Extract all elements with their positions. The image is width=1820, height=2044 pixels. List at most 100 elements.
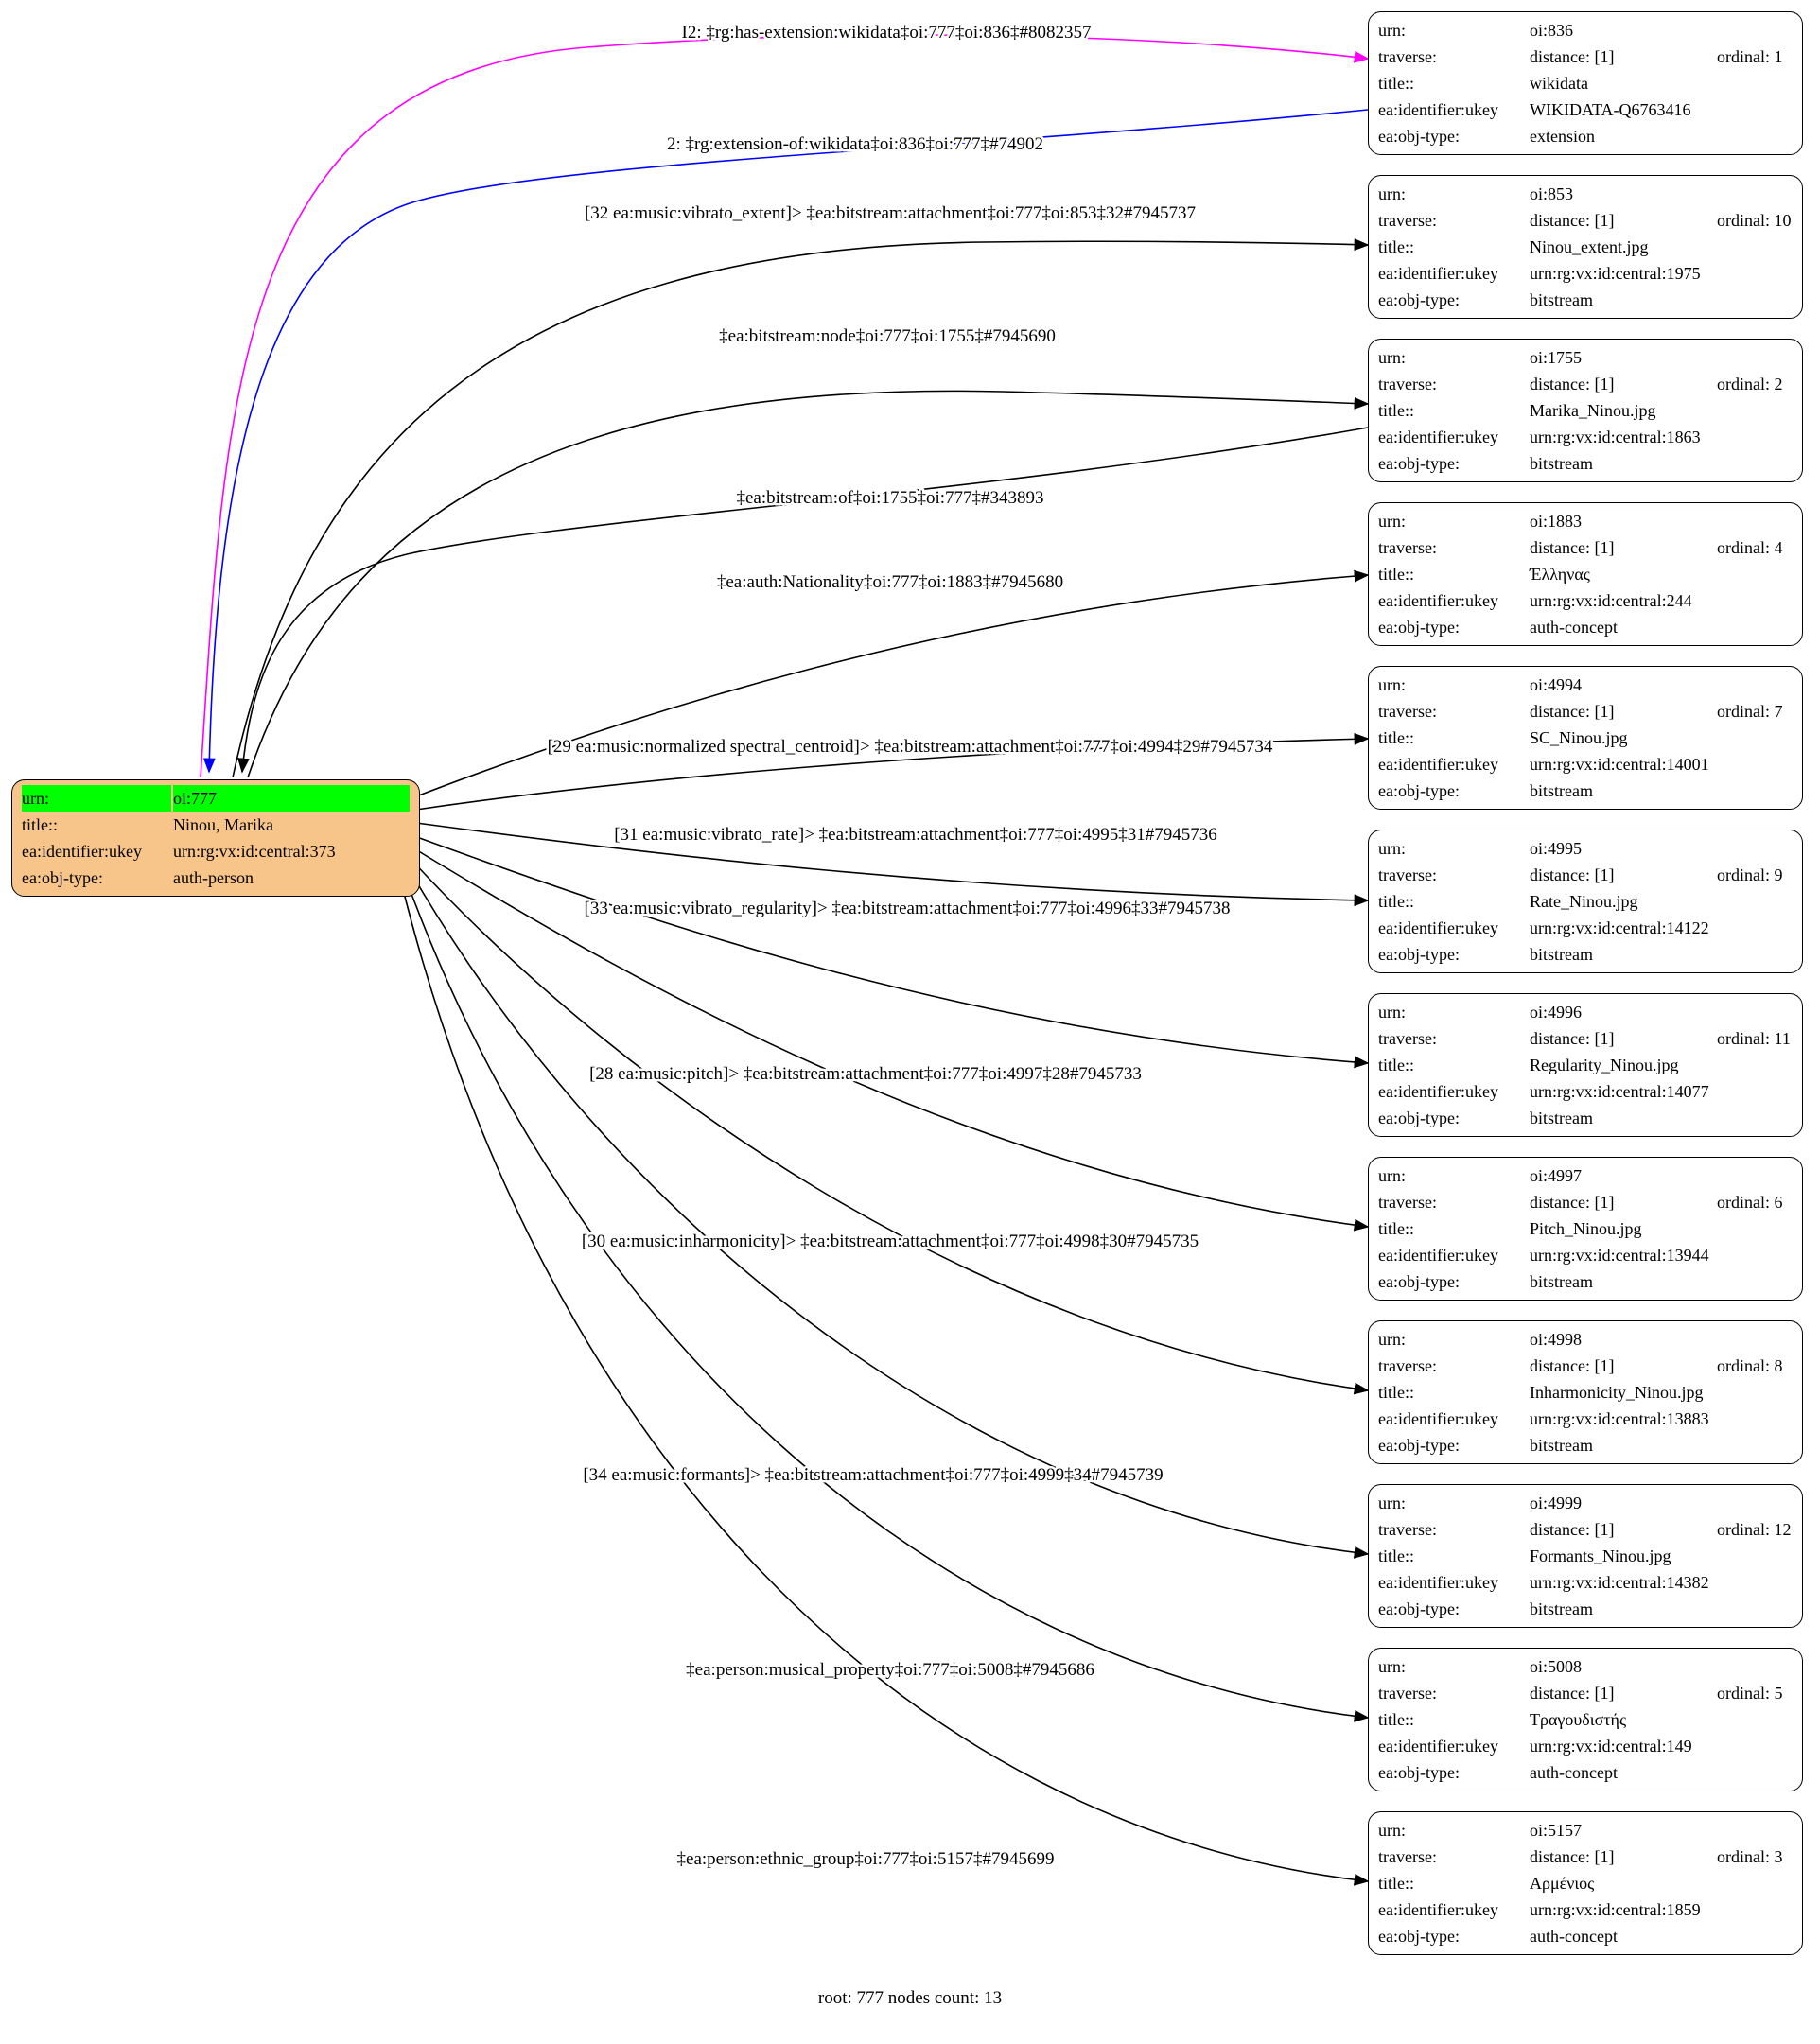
- graph-caption: root: 777 nodes count: 13: [817, 1988, 1003, 2008]
- node-distance-value: distance: [1]: [1530, 702, 1615, 721]
- field-label-title: title::: [1378, 237, 1414, 256]
- node-field-title: title::Pitch_Ninou.jpg: [1369, 1215, 1802, 1242]
- field-label-urn: urn:: [1378, 1494, 1406, 1512]
- root-objtype-value: auth-person: [173, 868, 254, 887]
- field-label-identifier: ea:identifier:ukey: [1378, 1900, 1498, 1919]
- node-ordinal-value: ordinal: 10: [1717, 211, 1792, 230]
- node-field-title: title::Marika_Ninou.jpg: [1369, 397, 1802, 424]
- edge-label: ‡ea:bitstream:of‡oi:1755‡oi:777‡#343893: [736, 488, 1043, 508]
- node-field-title: title::Inharmonicity_Ninou.jpg: [1369, 1379, 1802, 1406]
- node-field-title: title::Ninou_extent.jpg: [1369, 234, 1802, 260]
- edge-label: [30 ea:music:inharmonicity]> ‡ea:bitstre…: [582, 1232, 1199, 1251]
- node-field-urn: urn:oi:4998: [1369, 1326, 1802, 1353]
- node-ordinal-value: ordinal: 2: [1717, 375, 1783, 393]
- field-label-identifier: ea:identifier:ukey: [1378, 100, 1498, 119]
- node-field-identifier: ea:identifier:ukey WIKIDATA-Q6763416: [1369, 96, 1802, 123]
- node-identifier-value: urn:rg:vx:id:central:14077: [1530, 1082, 1709, 1101]
- node-field-traverse: traverse:distance: [1]ordinal: 10: [1369, 207, 1802, 234]
- node-distance-value: distance: [1]: [1530, 375, 1615, 393]
- edge-label: 2: ‡rg:extension-of:wikidata‡oi:836‡oi:7…: [667, 134, 1043, 154]
- node-title-value: Ninou_extent.jpg: [1530, 237, 1649, 256]
- node-objtype-value: extension: [1530, 127, 1595, 146]
- field-label-urn: urn:: [1378, 1657, 1406, 1676]
- edge-oi-777-to-oi-1883: [415, 569, 1370, 797]
- node-field-identifier: ea:identifier:ukey urn:rg:vx:id:central:1…: [1369, 1078, 1802, 1105]
- field-label-identifier: ea:identifier:ukey: [1378, 1409, 1498, 1428]
- node-urn-value: oi:4999: [1530, 1494, 1583, 1512]
- field-label-objtype: ea:obj-type:: [1378, 618, 1460, 637]
- field-label-title: title::: [1378, 565, 1414, 584]
- field-label-urn: urn:: [1378, 839, 1406, 858]
- node-distance-value: distance: [1]: [1530, 1847, 1615, 1866]
- field-label-urn: urn:: [1378, 1003, 1406, 1022]
- node-field-urn: urn:oi:4994: [1369, 672, 1802, 698]
- node-field-objtype: ea:obj-type:bitstream: [1369, 450, 1802, 477]
- field-label-identifier: ea:identifier:ukey: [1378, 1082, 1498, 1101]
- edge-label: [31 ea:music:vibrato_rate]> ‡ea:bitstrea…: [614, 825, 1217, 845]
- node-field-identifier: ea:identifier:ukey urn:rg:vx:id:central:1…: [1369, 1896, 1802, 1923]
- field-label-title: title::: [1378, 1383, 1414, 1402]
- edge-label: [34 ea:music:formants]> ‡ea:bitstream:at…: [583, 1465, 1163, 1485]
- edge-label: [28 ea:music:pitch]> ‡ea:bitstream:attac…: [589, 1064, 1142, 1084]
- node-title-value: Rate_Ninou.jpg: [1530, 892, 1638, 911]
- graph-node-root-oi-777: urn: oi:777 title:: Ninou, Marika ea:ide…: [11, 779, 420, 897]
- edge-oi-777-to-oi-853: [232, 238, 1370, 778]
- field-label-identifier: ea:identifier:ukey: [22, 842, 142, 861]
- node-identifier-value: WIKIDATA-Q6763416: [1530, 100, 1691, 119]
- field-label-traverse: traverse:: [1378, 538, 1437, 557]
- node-field-title: title::Αρμένιος: [1369, 1870, 1802, 1896]
- node-field-title: title::SC_Ninou.jpg: [1369, 725, 1802, 751]
- node-distance-value: distance: [1]: [1530, 47, 1615, 66]
- field-label-title: title::: [1378, 74, 1414, 93]
- field-label-objtype: ea:obj-type:: [1378, 1927, 1460, 1946]
- node-urn-value: oi:5157: [1530, 1821, 1583, 1840]
- node-field-urn: urn: oi:4999: [1369, 1490, 1802, 1516]
- node-field-objtype: ea:obj-type: bitstream: [1369, 1268, 1802, 1295]
- edge-oi-777-to-oi-5008: [404, 875, 1370, 1722]
- field-label-urn: urn:: [1378, 184, 1406, 203]
- node-identifier-value: urn:rg:vx:id:central:1975: [1530, 264, 1701, 283]
- root-title-value: Ninou, Marika: [173, 815, 273, 834]
- node-field-objtype: ea:obj-type:extension: [1369, 123, 1802, 149]
- field-label-identifier: ea:identifier:ukey: [1378, 918, 1498, 937]
- node-field-objtype: ea:obj-type:bitstream: [1369, 777, 1802, 804]
- node-objtype-value: bitstream: [1530, 1272, 1593, 1291]
- field-label-objtype: ea:obj-type:: [1378, 1763, 1460, 1782]
- node-field-traverse: traverse:distance: [1]ordinal: 5: [1369, 1680, 1802, 1706]
- root-identifier-value: urn:rg:vx:id:central:373: [173, 842, 336, 861]
- field-label-urn: urn:: [1378, 1330, 1406, 1349]
- field-label-identifier: ea:identifier:ukey: [1378, 1246, 1498, 1265]
- field-label-title: title::: [1378, 1710, 1414, 1729]
- field-label-objtype: ea:obj-type:: [1378, 781, 1460, 800]
- node-field-urn: urn:oi:4996: [1369, 999, 1802, 1025]
- field-label-title: title::: [1378, 401, 1414, 420]
- node-field-traverse: traverse:distance: [1]ordinal: 1: [1369, 44, 1802, 70]
- field-label-identifier: ea:identifier:ukey: [1378, 591, 1498, 610]
- node-field-traverse: traverse:distance: [1]ordinal: 7: [1369, 698, 1802, 725]
- node-identifier-value: urn:rg:vx:id:central:14382: [1530, 1573, 1709, 1592]
- node-identifier-value: urn:rg:vx:id:central:1859: [1530, 1900, 1701, 1919]
- field-label-objtype: ea:obj-type:: [1378, 1272, 1460, 1291]
- field-label-identifier: ea:identifier:ukey: [1378, 264, 1498, 283]
- field-label-objtype: ea:obj-type:: [1378, 1599, 1460, 1618]
- node-ordinal-value: ordinal: 3: [1717, 1847, 1783, 1866]
- field-label-traverse: traverse:: [1378, 1029, 1437, 1048]
- node-field-objtype: ea:obj-type:bitstream: [1369, 941, 1802, 968]
- node-title-value: SC_Ninou.jpg: [1530, 728, 1628, 747]
- edge-label: I2: ‡rg:has-extension:wikidata‡oi:777‡oi…: [682, 23, 1092, 43]
- node-field-title: title::Έλληνας: [1369, 561, 1802, 587]
- field-label-urn: urn:: [1378, 21, 1406, 40]
- edge-oi-836-to-oi-777: [202, 109, 1369, 774]
- edge-oi-777-to-oi-4994: [415, 732, 1370, 811]
- field-label-title: title::: [22, 815, 58, 834]
- node-field-urn: urn:oi:1883: [1369, 508, 1802, 534]
- node-field-objtype: ea:obj-type:auth-concept: [1369, 1759, 1802, 1786]
- node-field-traverse: traverse:distance: [1]ordinal: 11: [1369, 1025, 1802, 1052]
- field-label-objtype: ea:obj-type:: [1378, 1109, 1460, 1127]
